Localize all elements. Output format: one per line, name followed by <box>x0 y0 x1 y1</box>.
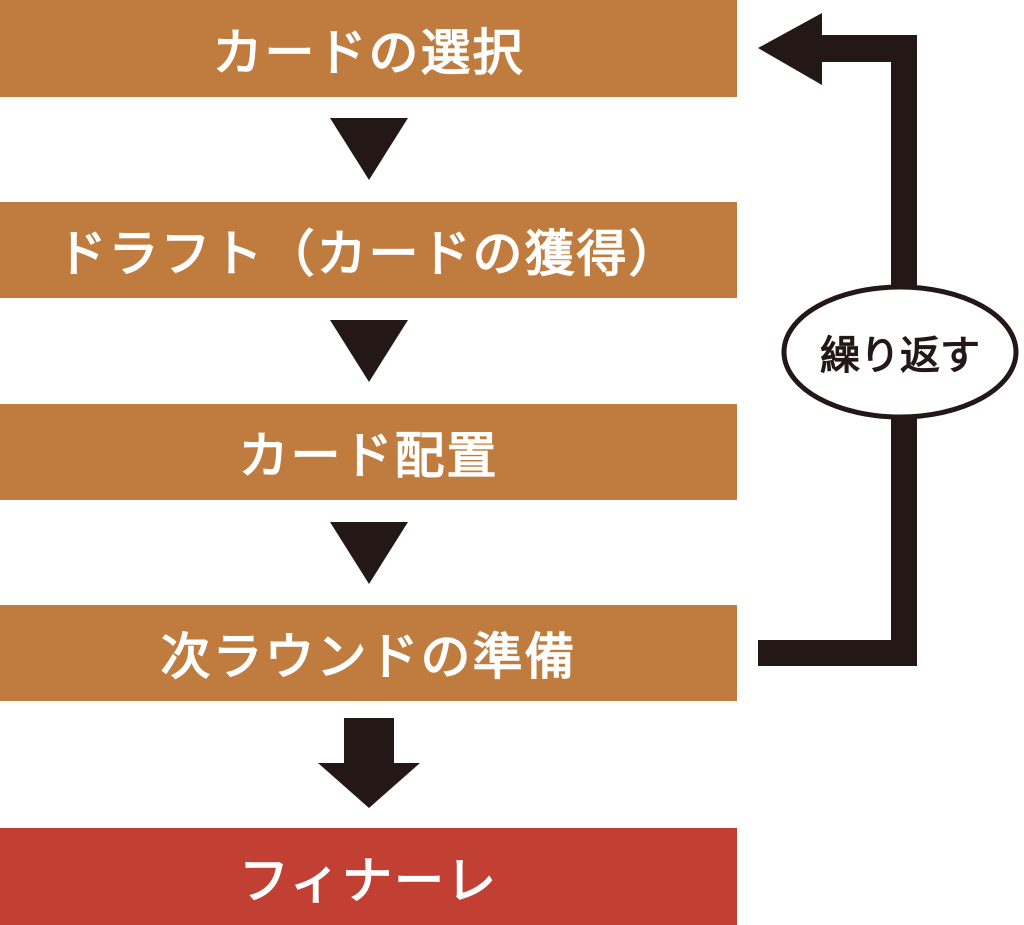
step-label: 次ラウンドの準備 <box>160 628 577 686</box>
step-label: ドラフト（カードの獲得） <box>56 225 681 283</box>
step-draft: ドラフト（カードの獲得） <box>0 202 737 298</box>
step-card-placement: カード配置 <box>0 404 737 500</box>
step-next-round: 次ラウンドの準備 <box>0 605 737 701</box>
final-label: フィナーレ <box>239 851 498 910</box>
loop-label: 繰り返す <box>820 333 980 379</box>
step-card-selection: カードの選択 <box>0 0 737 97</box>
step-label: カード配置 <box>238 427 499 485</box>
step-label: カードの選択 <box>212 23 525 82</box>
down-arrow-2 <box>330 320 408 382</box>
final-arrow <box>318 718 420 808</box>
step-finale: フィナーレ <box>0 828 737 925</box>
down-arrow-1 <box>330 118 408 180</box>
loop-ellipse <box>781 284 1019 420</box>
down-arrow-3 <box>330 522 408 584</box>
